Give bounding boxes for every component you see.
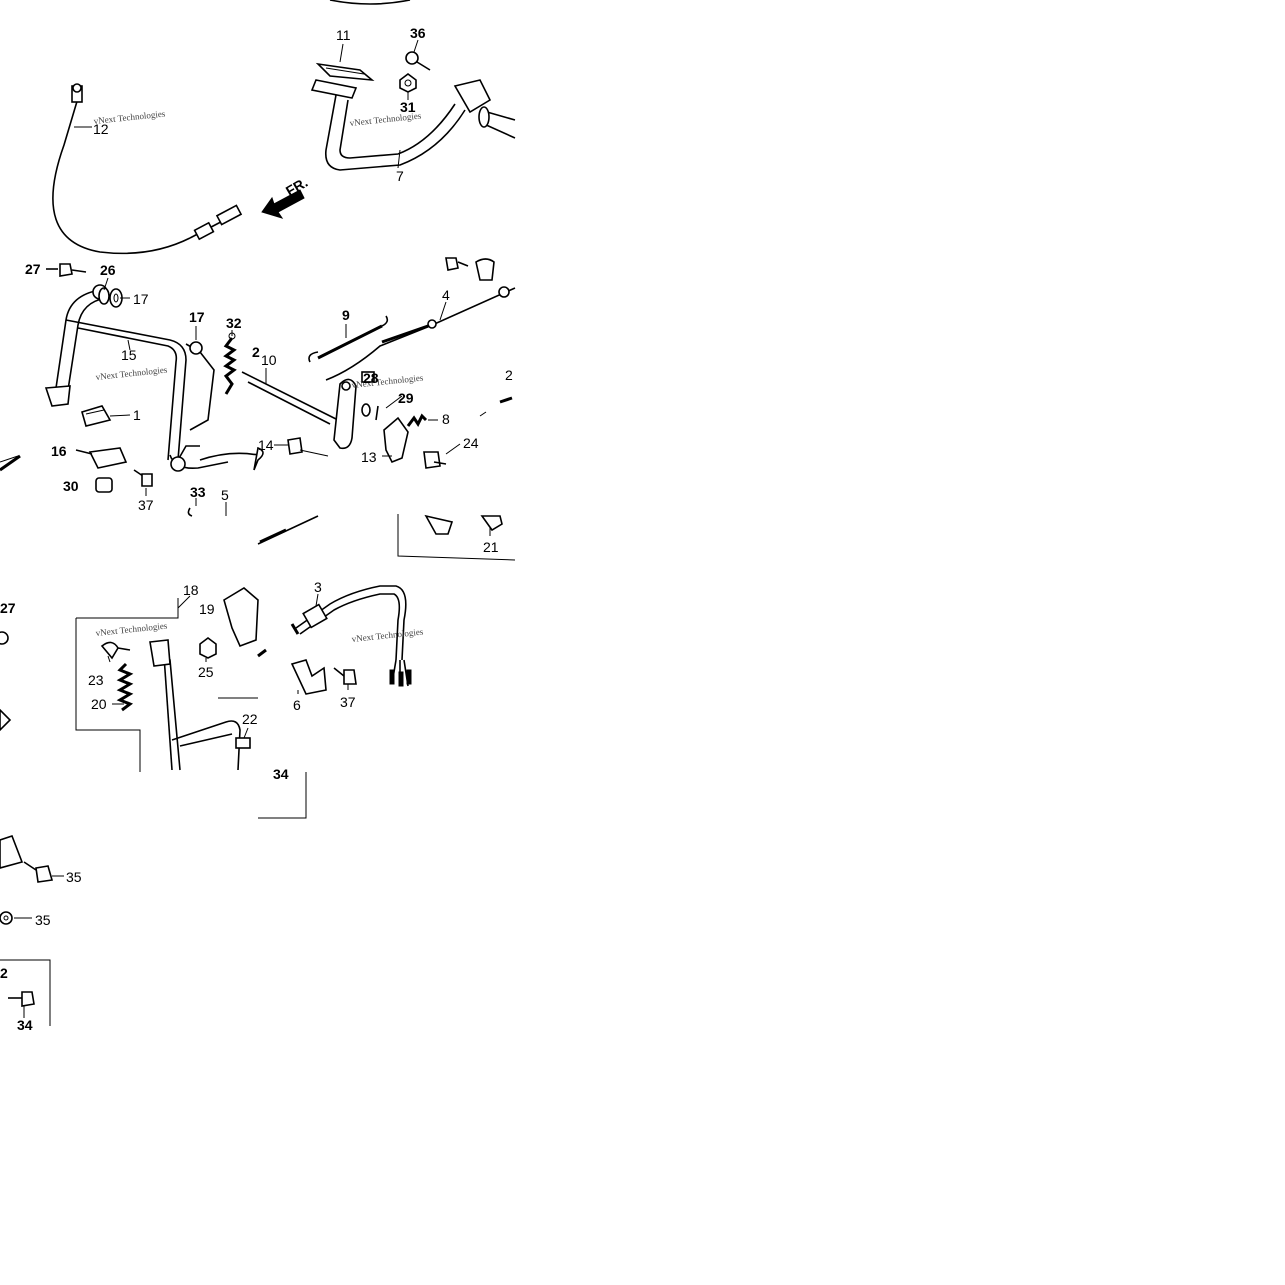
- bolt-37-a: [133, 469, 153, 487]
- callout-32: 32: [226, 315, 242, 331]
- callout-3: 3: [314, 579, 322, 595]
- spring-8: [406, 413, 428, 427]
- callout-2-c: 2: [0, 965, 8, 981]
- callout-34-a: 34: [273, 766, 289, 782]
- pin-33: [187, 507, 193, 517]
- clutch-cable-12: [52, 83, 243, 255]
- spring-32: [223, 332, 237, 395]
- watermark-5: vNext Technologies: [95, 620, 168, 638]
- callout-4: 4: [442, 287, 450, 303]
- callout-31: 31: [400, 99, 416, 115]
- callout-21: 21: [483, 539, 499, 555]
- stand-switch-cable-3: [257, 585, 412, 687]
- callout-33: 33: [190, 484, 206, 500]
- bolt-upper-right: [445, 257, 495, 281]
- nut-35-lower: [0, 911, 13, 925]
- brake-arm-13: [333, 378, 409, 464]
- callout-6: 6: [293, 697, 301, 713]
- frame-box-top: [76, 598, 179, 619]
- frame-box-21: [397, 514, 516, 561]
- washer-17-b: [189, 341, 203, 355]
- callout-5: 5: [221, 487, 229, 503]
- brake-pedal-pad-11: [315, 62, 375, 82]
- callout-16: 16: [51, 443, 67, 459]
- bracket-1: [81, 405, 112, 427]
- cable-lower-left: [0, 454, 319, 545]
- bracket-35-upper: [0, 834, 54, 883]
- callout-12: 12: [93, 121, 109, 137]
- callout-18: 18: [183, 582, 199, 598]
- bolt-23: [100, 641, 131, 660]
- callout-10: 10: [261, 352, 277, 368]
- callout-22: 22: [242, 711, 258, 727]
- callout-11: 11: [336, 27, 351, 43]
- callout-20: 20: [91, 696, 107, 712]
- callout-2-a: 2: [252, 344, 260, 360]
- callout-34-b: 34: [17, 1017, 33, 1033]
- frame-box-side-left: [75, 618, 141, 772]
- part-left-edge: [0, 708, 12, 732]
- callout-17-a: 17: [133, 291, 149, 307]
- callout-30: 30: [63, 478, 79, 494]
- nut-27-left: [0, 631, 9, 645]
- callout-14: 14: [258, 437, 274, 453]
- front-direction-label: FR.: [283, 174, 311, 199]
- spring-2-right: [479, 396, 513, 417]
- callout-35-b: 35: [35, 912, 51, 928]
- callout-28: 28: [363, 370, 379, 386]
- rubber-21: [424, 514, 503, 535]
- nut-31: [399, 73, 417, 93]
- callout-37-a: 37: [138, 497, 154, 513]
- watermark-3: vNext Technologies: [95, 364, 168, 382]
- callout-9: 9: [342, 307, 350, 323]
- callout-25: 25: [198, 664, 214, 680]
- frame-box-34: [258, 772, 307, 819]
- callout-7: 7: [396, 168, 404, 184]
- front-direction-arrow: FR.: [261, 174, 311, 219]
- callout-19: 19: [199, 601, 215, 617]
- callout-35-a: 35: [66, 869, 82, 885]
- callout-36: 36: [410, 25, 426, 41]
- nut-25: [199, 637, 217, 659]
- watermark-6: vNext Technologies: [351, 626, 424, 644]
- callout-37-b: 37: [340, 694, 356, 710]
- bolt-34-lower: [8, 991, 35, 1007]
- bolt-36: [405, 51, 431, 71]
- rear-brake-spring-9: [308, 315, 389, 363]
- callout-27-left: 27: [0, 600, 16, 616]
- joint-28: [361, 371, 375, 383]
- callout-23: 23: [88, 672, 104, 688]
- callout-15: 15: [121, 347, 137, 363]
- bolt-37-b: [333, 667, 357, 685]
- callout-8: 8: [442, 411, 450, 427]
- rear-brake-cable-4: [325, 286, 516, 381]
- bracket-16: [75, 447, 128, 469]
- washer-26: [98, 287, 110, 305]
- callout-27-top: 27: [25, 261, 41, 277]
- callout-24: 24: [463, 435, 479, 451]
- brake-pedal-7: [310, 79, 516, 171]
- top-edge-arc: [329, 0, 411, 5]
- washer-29: [361, 403, 379, 421]
- callout-1: 1: [133, 407, 141, 423]
- part-22: [235, 737, 251, 749]
- side-stand-18: [149, 639, 241, 771]
- callout-17-b: 17: [189, 309, 205, 325]
- spring-20: [116, 662, 134, 712]
- stub-left: [0, 455, 19, 463]
- callout-2-b: 2: [505, 367, 513, 383]
- brake-rod-10: [241, 371, 347, 471]
- bolt-27-top: [46, 263, 87, 277]
- bracket-upper-side: [223, 587, 259, 648]
- collar-14: [287, 437, 329, 457]
- callout-13: 13: [361, 449, 377, 465]
- leader-lines: [14, 39, 491, 1018]
- bolt-24: [423, 451, 447, 469]
- frame-box-lower-left: [0, 959, 51, 1026]
- callout-26: 26: [100, 262, 116, 278]
- switch-bracket-6: [290, 659, 327, 695]
- callout-29: 29: [398, 390, 414, 406]
- cushion-30: [95, 477, 113, 493]
